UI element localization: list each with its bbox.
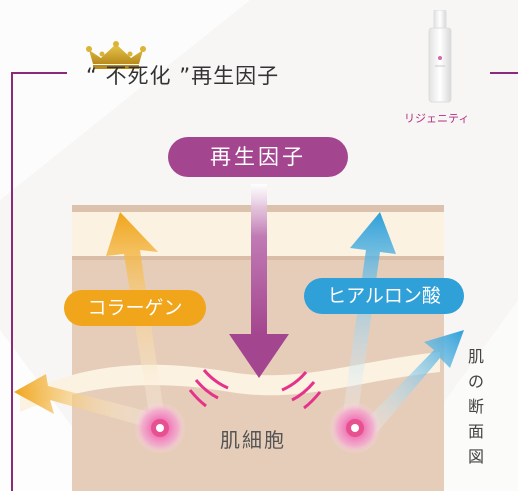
- frame-top-right-border: [490, 72, 518, 74]
- frame-top-left-border: [11, 72, 67, 74]
- frame-left-border: [11, 73, 13, 491]
- page-title: “ 不死化 ”再生因子: [86, 64, 280, 88]
- signal-waves-right: [281, 371, 322, 410]
- skin-wave-band: [20, 352, 440, 412]
- collagen-arrow-left: [14, 374, 150, 428]
- signal-waves-left: [188, 369, 229, 408]
- product-name: リジェニティ: [404, 112, 470, 125]
- regen-factor-label: 再生因子: [168, 137, 348, 177]
- cross-section-label: 肌の断面図: [467, 347, 484, 466]
- hyaluronic-acid-label: ヒアルロン酸: [304, 278, 464, 314]
- collagen-label: コラーゲン: [64, 290, 206, 326]
- skin-cell-label: 肌細胞: [220, 428, 286, 452]
- hyaluron-arrow-right: [362, 330, 464, 436]
- regen-arrow-down: [229, 334, 289, 378]
- hyaluron-arrow-up: [342, 212, 396, 420]
- product-bottle-image: [428, 10, 452, 103]
- crown-icon: [86, 41, 146, 69]
